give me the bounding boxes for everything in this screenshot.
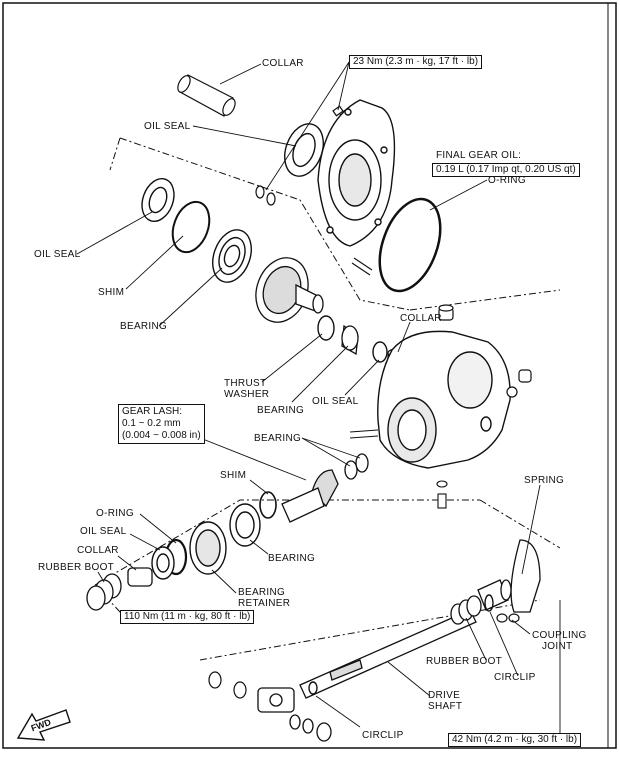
collar-lower-part [127, 567, 153, 587]
shim-upper-part [171, 200, 211, 254]
gear-lash-title: GEAR LASH: [122, 406, 183, 417]
coupling-joint-part [477, 539, 541, 613]
pinion-bearing-part-b [355, 453, 369, 473]
label-bearing-retainer-line2: RETAINER [238, 598, 291, 609]
label-drive-shaft-line2: SHAFT [428, 701, 463, 712]
small-washers-top [255, 185, 276, 206]
collar-top-part [177, 74, 236, 117]
label-bearing-lower: BEARING [268, 553, 316, 564]
oil-seal-mid-part [372, 341, 388, 363]
gear-lash-spec: GEAR LASH: 0.1 ~ 0.2 mm (0.004 ~ 0.008 i… [118, 404, 205, 444]
pinion-bearing-part-a [344, 460, 358, 480]
label-thrust-washer-line1: THRUST [224, 378, 267, 389]
gear-housing-part [377, 330, 511, 469]
drive-shaft-part [299, 609, 477, 699]
bottom-stud-part [436, 480, 448, 509]
left-stud-part [349, 429, 379, 439]
shim-pinion-part [259, 491, 277, 519]
ring-gear-part [255, 257, 324, 323]
stud-part [351, 257, 373, 276]
bearing-lower-part [229, 503, 261, 547]
bearing-mid-part [341, 324, 359, 356]
label-coupling-joint-line2: JOINT [542, 641, 573, 652]
oil-seal-left-part [141, 177, 175, 223]
label-circlip-right: CIRCLIP [494, 672, 536, 683]
bearing-upper-part [212, 229, 252, 283]
fwd-arrow-icon: FWD [16, 709, 71, 741]
circlip-bottom-part [308, 681, 318, 695]
label-coupling-joint: COUPLING JOINT [532, 630, 587, 652]
label-oil-seal-mid: OIL SEAL [312, 396, 359, 407]
label-thrust-washer: THRUST WASHER [224, 378, 269, 400]
label-o-ring-upper: O-RING [488, 175, 526, 186]
label-collar-mid: COLLAR [400, 313, 442, 324]
rubber-boot-right-part [450, 595, 482, 625]
final-drive-cover-part [317, 99, 396, 247]
thrust-washer-part [317, 315, 335, 341]
label-rubber-boot-left: RUBBER BOOT [38, 562, 115, 573]
bearing-retainer-part [189, 521, 227, 575]
final-gear-oil-title: FINAL GEAR OIL: [436, 150, 522, 161]
o-ring-large-part [378, 197, 442, 293]
drain-bolt-part [506, 369, 532, 398]
label-collar-lower: COLLAR [77, 545, 119, 556]
label-shim-pinion: SHIM [220, 470, 247, 481]
pinion-gear-part [281, 469, 339, 523]
torque-spec-retainer: 110 Nm (11 m · kg, 80 ft · lb) [120, 610, 255, 624]
label-oil-seal-lower: OIL SEAL [80, 526, 127, 537]
label-o-ring-lower: O-RING [96, 508, 134, 519]
label-shim-upper: SHIM [98, 287, 125, 298]
filler-cap-part [438, 304, 454, 321]
label-oil-seal-top: OIL SEAL [144, 121, 191, 132]
label-bearing-retainer: BEARING RETAINER [238, 587, 290, 609]
label-bearing-retainer-line1: BEARING [238, 587, 286, 598]
label-coupling-joint-line1: COUPLING [532, 630, 587, 641]
label-bearing-mid: BEARING [257, 405, 305, 416]
label-rubber-boot-right: RUBBER BOOT [426, 656, 503, 667]
circlip-right-part [484, 594, 494, 612]
label-thrust-washer-line2: WASHER [224, 389, 270, 400]
rubber-boot-left-part [86, 573, 122, 611]
label-bearing-upper: BEARING [120, 321, 168, 332]
leader-lines [76, 61, 561, 736]
gear-lash-mm: 0.1 ~ 0.2 mm [122, 418, 181, 429]
label-drive-shaft: DRIVE SHAFT [428, 690, 462, 712]
label-oil-seal-left: OIL SEAL [34, 249, 81, 260]
label-spring: SPRING [524, 475, 565, 486]
torque-spec-cover: 23 Nm (2.3 m · kg, 17 ft · lb) [349, 55, 483, 69]
label-collar-top: COLLAR [262, 58, 304, 69]
label-bearing-pinion: BEARING [254, 433, 302, 444]
final-gear-oil-value: 0.19 L (0.17 Imp qt, 0.20 US qt) [432, 163, 580, 177]
universal-joint-part [257, 687, 332, 742]
joint-caps-left [208, 671, 247, 699]
torque-spec-joint: 42 Nm (4.2 m · kg, 30 ft · lb) [448, 733, 582, 747]
gear-lash-in: (0.004 ~ 0.008 in) [122, 430, 201, 441]
oil-seal-lower-part [151, 546, 175, 580]
small-washers-right [496, 613, 520, 623]
label-drive-shaft-line1: DRIVE [428, 690, 461, 701]
label-circlip-bottom: CIRCLIP [362, 730, 404, 741]
